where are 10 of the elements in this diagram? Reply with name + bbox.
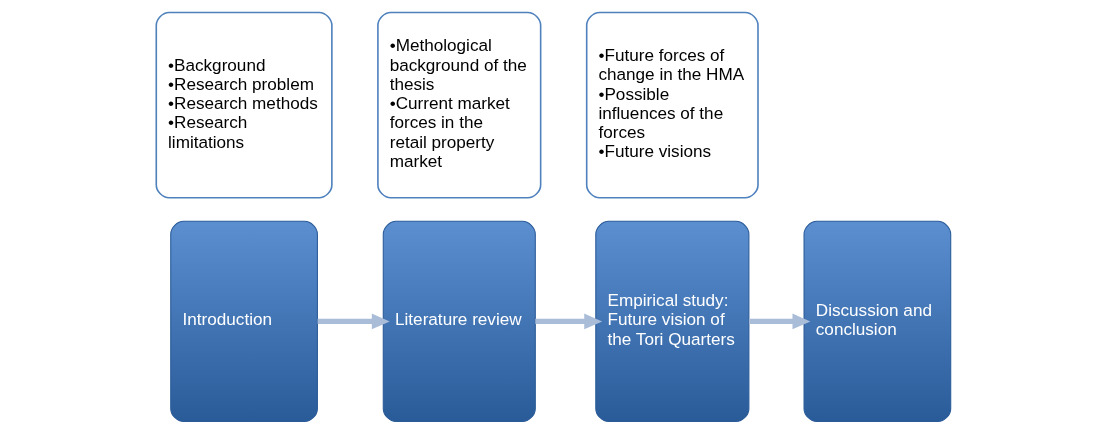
node-box: Literature review <box>382 220 536 423</box>
arrow <box>748 313 810 330</box>
node-box: •Background •Research problem •Research methods •Research limitations <box>154 11 333 199</box>
node-box: •Methological background of the thesis •Current market forces in the retail property market <box>376 11 541 199</box>
arrow <box>317 313 390 330</box>
node-box: Empirical study: Future vision of the Tori Quarters <box>594 220 749 423</box>
node-box: Introduction <box>169 220 318 423</box>
arrow <box>534 313 602 330</box>
node-box: Discussion and conclusion <box>803 220 951 423</box>
node-box: •Future forces of change in the HMA •Possible influences of the forces •Future visions <box>585 11 759 199</box>
